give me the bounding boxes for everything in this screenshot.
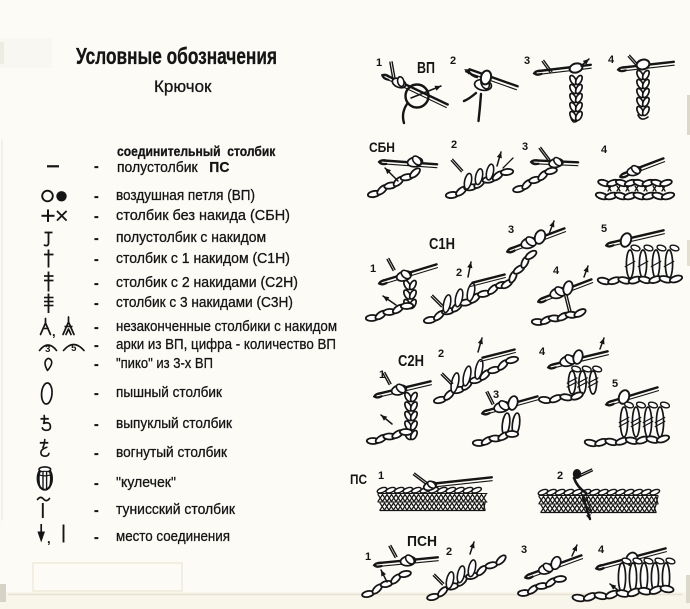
svg-text:3: 3 bbox=[45, 344, 50, 355]
svg-text:1: 1 bbox=[376, 57, 382, 69]
svg-text:4: 4 bbox=[539, 346, 546, 358]
svg-text:С1Н: С1Н bbox=[429, 236, 455, 253]
svg-text:4: 4 bbox=[601, 144, 608, 156]
svg-text:2: 2 bbox=[446, 546, 452, 558]
svg-text:3: 3 bbox=[521, 544, 527, 556]
svg-text:ВП: ВП bbox=[417, 60, 435, 77]
svg-text:5: 5 bbox=[71, 343, 77, 354]
svg-text:,: , bbox=[52, 324, 56, 339]
svg-text:ПС: ПС bbox=[350, 471, 367, 487]
svg-text:4: 4 bbox=[608, 54, 615, 66]
svg-text:2: 2 bbox=[450, 55, 456, 67]
svg-text:1: 1 bbox=[370, 263, 376, 275]
svg-text:3: 3 bbox=[524, 55, 530, 67]
svg-text:2: 2 bbox=[557, 470, 563, 482]
svg-text:4: 4 bbox=[598, 544, 605, 556]
svg-text:,: , bbox=[47, 531, 51, 546]
svg-text:3: 3 bbox=[493, 389, 499, 401]
svg-text:5: 5 bbox=[601, 223, 607, 235]
svg-text:СБН: СБН bbox=[369, 139, 395, 155]
svg-text:5: 5 bbox=[612, 378, 618, 390]
svg-text:ПСН: ПСН bbox=[407, 533, 437, 550]
svg-text:3: 3 bbox=[508, 224, 514, 236]
svg-text:4: 4 bbox=[553, 265, 560, 277]
svg-text:2: 2 bbox=[438, 348, 444, 360]
svg-text:3: 3 bbox=[522, 141, 528, 153]
svg-text:2: 2 bbox=[451, 139, 457, 151]
svg-text:С2Н: С2Н bbox=[398, 353, 424, 370]
svg-text:2: 2 bbox=[456, 267, 462, 279]
svg-text:1: 1 bbox=[365, 551, 371, 563]
svg-text:1: 1 bbox=[378, 470, 384, 482]
svg-text:1: 1 bbox=[379, 369, 385, 381]
